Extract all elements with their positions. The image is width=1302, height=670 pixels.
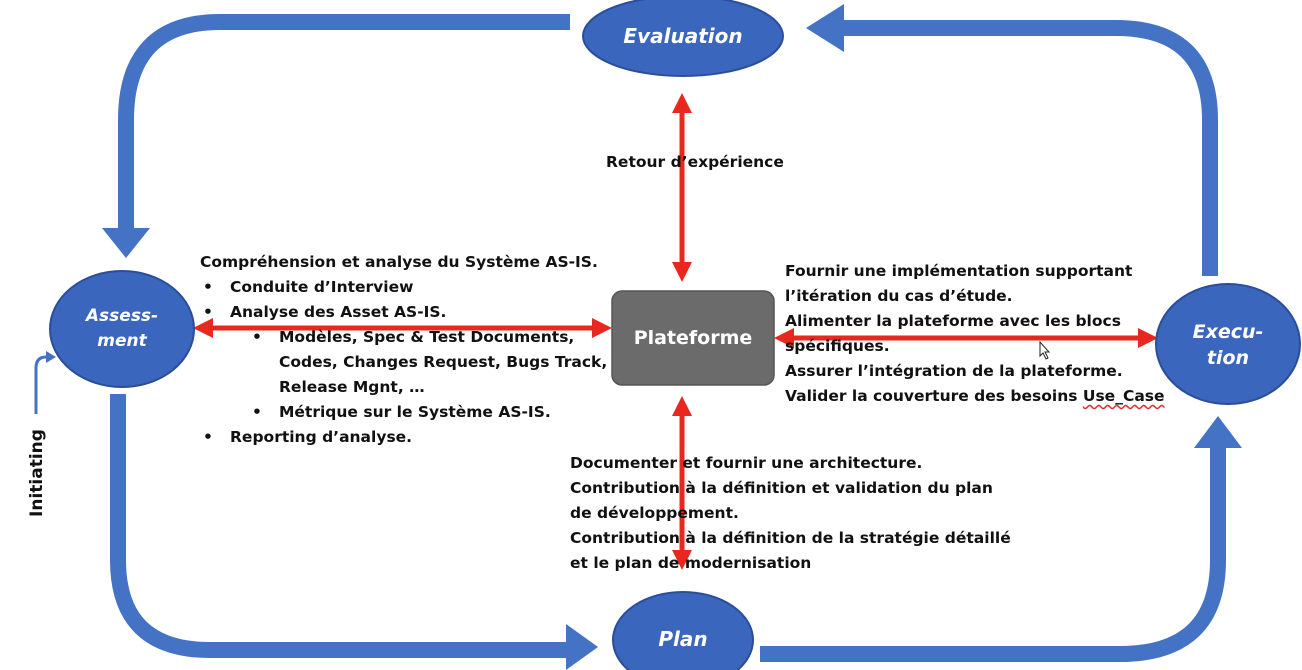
cycle-arrow-plan-to-execution bbox=[760, 416, 1242, 662]
assessment-subitem: • Métrique sur le Système AS-IS. bbox=[252, 403, 551, 421]
feedback-label: Retour d’expérience bbox=[606, 153, 784, 171]
initiating-arrow bbox=[34, 351, 56, 414]
assessment-heading: Compréhension et analyse du Système AS-I… bbox=[200, 253, 598, 271]
mouse-cursor-icon bbox=[1039, 340, 1051, 360]
platform-box bbox=[611, 290, 775, 386]
cycle-arrow-execution-to-evaluation bbox=[806, 4, 1218, 276]
execution-text-block: Fournir une implémentation supportant l’… bbox=[785, 262, 1165, 405]
cycle-arrow-assessment-to-plan bbox=[110, 394, 598, 670]
cycle-arrow-evaluation-to-assessment bbox=[102, 14, 570, 258]
execution-label: Execu- tion bbox=[1192, 321, 1264, 369]
evaluation-node bbox=[582, 0, 784, 77]
execution-node bbox=[1155, 283, 1301, 405]
assessment-text-block: Compréhension et analyse du Système AS-I… bbox=[200, 250, 607, 450]
use-case-term: Use_Case bbox=[1082, 387, 1165, 405]
plan-node bbox=[612, 591, 754, 670]
assessment-item: • Conduite d’Interview bbox=[203, 278, 414, 296]
assessment-item: • Reporting d’analyse. bbox=[203, 428, 413, 446]
plan-label: Plan bbox=[658, 627, 708, 651]
evaluation-label: Evaluation bbox=[623, 24, 743, 48]
assessment-item: • Analyse des Asset AS-IS. bbox=[203, 303, 447, 321]
platform-label: Plateforme bbox=[633, 327, 753, 349]
initiating-label: Initiating bbox=[27, 429, 47, 517]
assessment-node bbox=[49, 270, 195, 388]
assessment-label: Assess- ment bbox=[85, 306, 159, 351]
assessment-subitem: • Modèles, Spec & Test Documents, Codes,… bbox=[252, 328, 608, 396]
plan-text-block: Documenter et fournir une architecture. … bbox=[570, 454, 1011, 572]
